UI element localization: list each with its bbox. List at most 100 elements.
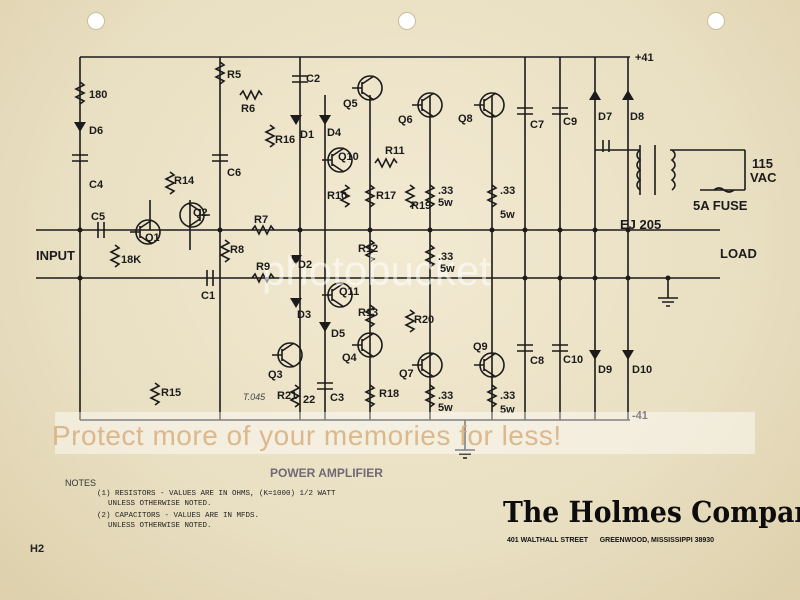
transistor-q5 bbox=[352, 75, 383, 101]
capacitor-label: C3 bbox=[330, 392, 345, 404]
resistor-label: R18 bbox=[379, 388, 400, 400]
resistor-180 bbox=[74, 81, 86, 105]
transistor-q8 bbox=[474, 92, 505, 118]
transistor-q9 bbox=[474, 352, 505, 378]
punch-hole bbox=[398, 12, 416, 30]
emitter-resistor-watts: 5w bbox=[440, 263, 455, 275]
diode-d9 bbox=[589, 350, 601, 360]
transistor-q3 bbox=[272, 342, 303, 368]
diode-label: D1 bbox=[300, 129, 315, 141]
resistor-r13 bbox=[364, 304, 376, 328]
resistor-label: 22 bbox=[303, 394, 316, 406]
capacitor-label: C10 bbox=[563, 354, 584, 366]
diode-label: D6 bbox=[89, 125, 104, 137]
transistor-label: Q7 bbox=[399, 368, 414, 380]
resistor-emitter-q8 bbox=[486, 184, 498, 208]
rail-filter-branches bbox=[524, 57, 629, 420]
punch-hole bbox=[707, 12, 725, 30]
driver-stage-wires bbox=[149, 57, 326, 420]
capacitor-c7 bbox=[517, 107, 533, 115]
company-address: 401 WALTHALL STREET GREENWOOD, MISSISSIP… bbox=[507, 537, 714, 544]
diode-label: D9 bbox=[598, 364, 613, 376]
capacitor-label: C7 bbox=[530, 119, 545, 131]
note-line: UNLESS OTHERWISE NOTED. bbox=[108, 522, 212, 530]
capacitor-bypass bbox=[602, 140, 610, 152]
emitter-resistor-watts: 5w bbox=[500, 209, 515, 221]
resistor-label: R11 bbox=[385, 145, 405, 157]
diagram-title: POWER AMPLIFIER bbox=[270, 466, 383, 480]
transistor-label: Q6 bbox=[398, 114, 413, 126]
emitter-resistor-value: .33 bbox=[438, 390, 454, 402]
resistor-emitter-upper bbox=[424, 244, 436, 268]
emitter-resistor-value: .33 bbox=[500, 185, 516, 197]
capacitor-c5 bbox=[97, 222, 105, 238]
fuse-label: 5A FUSE bbox=[693, 198, 748, 213]
transistor-q2 bbox=[179, 202, 210, 228]
transistor-q7 bbox=[412, 352, 443, 378]
emitter-resistor-value: .33 bbox=[438, 185, 454, 197]
diode-label: D7 bbox=[598, 111, 613, 123]
resistor-r12 bbox=[364, 239, 376, 263]
transistor-q6 bbox=[412, 92, 443, 118]
resistor-r16 bbox=[264, 124, 276, 148]
emitter-resistor-watts: 5w bbox=[500, 404, 515, 416]
resistor-label: 18K bbox=[121, 254, 142, 266]
capacitor-label: C5 bbox=[91, 211, 106, 223]
resistor-label: R12 bbox=[358, 243, 379, 255]
negative-rail-label: -41 bbox=[632, 410, 648, 422]
company-street: 401 WALTHALL STREET bbox=[507, 537, 589, 544]
page-number: H2 bbox=[30, 543, 45, 555]
note-line: (2) CAPACITORS - VALUES ARE IN MFDS. bbox=[97, 512, 260, 520]
diode-d10 bbox=[622, 350, 634, 360]
watermark-brand: photobucket bbox=[262, 247, 491, 294]
transistor-label: Q1 bbox=[145, 232, 160, 244]
resistor-r18 bbox=[364, 384, 376, 408]
transistor-label: Q10 bbox=[338, 151, 359, 163]
transistor-label: Q2 bbox=[193, 207, 208, 219]
watermark-tagline: Protect more of your memories for less! bbox=[52, 420, 562, 451]
diode-d8 bbox=[622, 90, 634, 100]
company-name: The Holmes Company bbox=[503, 495, 800, 529]
supply-rail-wire bbox=[79, 56, 630, 421]
resistor-label: R10 bbox=[327, 190, 348, 202]
resistor-r11 bbox=[374, 157, 398, 169]
diode-d3 bbox=[290, 298, 302, 308]
diode-label: D4 bbox=[327, 127, 342, 139]
transistor-label: Q11 bbox=[339, 286, 360, 298]
transistor-label: Q4 bbox=[342, 352, 357, 364]
watermark-band bbox=[55, 412, 755, 454]
notes-heading: NOTES bbox=[65, 478, 97, 488]
capacitor-c1 bbox=[206, 270, 214, 286]
diode-d7 bbox=[589, 90, 601, 100]
transformer-wiring bbox=[595, 145, 746, 195]
capacitor-c2 bbox=[292, 75, 308, 83]
resistor-r19 bbox=[404, 184, 416, 208]
resistor-label: R8 bbox=[230, 244, 245, 256]
mains-voltage-label: 115 bbox=[752, 156, 773, 171]
resistor-label: R13 bbox=[358, 307, 379, 319]
punch-hole bbox=[87, 12, 105, 30]
capacitor-label: C8 bbox=[530, 355, 545, 367]
resistor-r6 bbox=[239, 89, 263, 101]
transformer-label: EJ 205 bbox=[620, 217, 662, 232]
resistor-label: R14 bbox=[174, 175, 195, 187]
transistor-q10 bbox=[322, 147, 353, 173]
resistor-label: 180 bbox=[89, 89, 108, 101]
transistor-label: Q3 bbox=[268, 369, 283, 381]
transformer-primary bbox=[636, 149, 642, 191]
diode-label: D8 bbox=[630, 111, 645, 123]
resistor-emitter-q7 bbox=[424, 384, 436, 408]
resistor-emitter-q6 bbox=[424, 184, 436, 208]
diode-label: D3 bbox=[297, 309, 312, 321]
company-city: GREENWOOD, MISSISSIPPI 38930 bbox=[599, 537, 715, 544]
capacitor-c6 bbox=[212, 154, 228, 162]
resistor-r20 bbox=[404, 309, 416, 333]
resistor-r5 bbox=[214, 61, 226, 85]
ground-symbol-load bbox=[658, 278, 678, 307]
capacitor-c4 bbox=[72, 154, 88, 162]
resistor-label: R20 bbox=[414, 314, 435, 326]
resistor-r7 bbox=[251, 224, 275, 236]
load-terminal-label: LOAD bbox=[720, 246, 757, 261]
capacitor-c9 bbox=[552, 107, 568, 115]
